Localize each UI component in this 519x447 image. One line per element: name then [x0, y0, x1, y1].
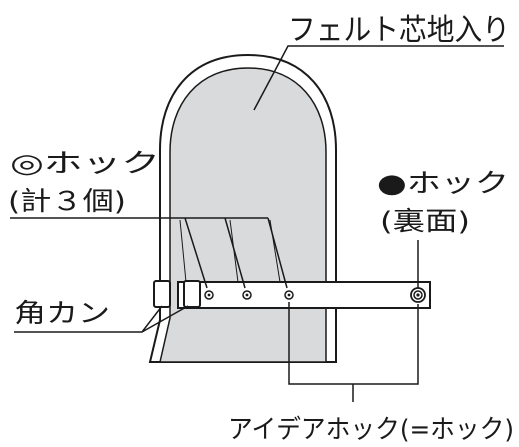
leader-ring — [14, 305, 189, 333]
leader-idea-hook — [288, 302, 419, 402]
idea-hook-label: アイデアホック(=ホック) — [228, 415, 514, 445]
square-ring-left — [153, 280, 171, 308]
snap-front-1 — [204, 290, 214, 300]
hook-front-count-label: (計３個) — [8, 187, 126, 217]
snap-front-3 — [284, 290, 294, 300]
hook-back-label: ●ホック — [377, 169, 509, 199]
snap-front-2 — [242, 290, 252, 300]
felt-interlining — [159, 67, 327, 363]
square-ring-label: 角カン — [14, 299, 110, 329]
leader-felt — [253, 45, 504, 111]
square-ring-right — [183, 280, 201, 308]
felt-label: フェルト芯地入り — [288, 13, 510, 48]
leader-hook-a — [10, 217, 288, 289]
snap-back — [410, 287, 426, 303]
hook-back-side-label: (裏面) — [380, 207, 470, 237]
strap — [177, 281, 431, 309]
hook-front-label: ◎ホック — [10, 149, 160, 179]
